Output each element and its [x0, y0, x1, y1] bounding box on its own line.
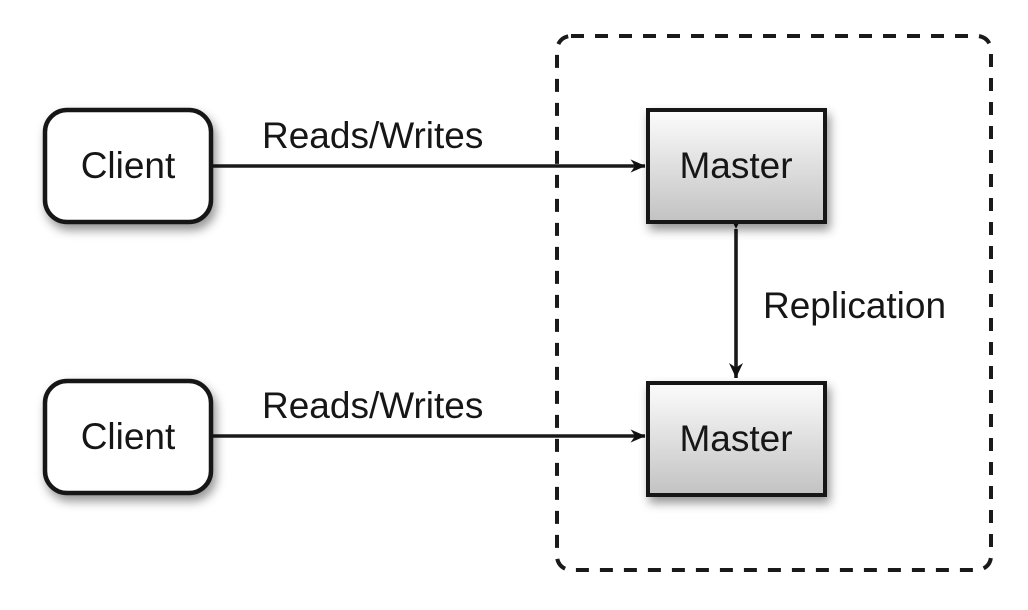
node-master-top[interactable]: Master	[646, 108, 827, 224]
edge-label-replication: Replication	[763, 285, 946, 326]
edge-label-reads-writes-top: Reads/Writes	[262, 115, 483, 156]
client-top-box[interactable]	[42, 107, 214, 225]
node-client-top[interactable]: Client	[42, 107, 214, 225]
client-bottom-box[interactable]	[42, 378, 214, 496]
edge-label-reads-writes-bottom: Reads/Writes	[262, 385, 483, 426]
master-bottom-label: Master	[679, 418, 792, 459]
client-bottom-label: Client	[81, 416, 176, 457]
master-bottom-box[interactable]	[646, 381, 827, 497]
master-top-box[interactable]	[646, 108, 827, 224]
node-master-bottom[interactable]: Master	[646, 381, 827, 497]
node-client-bottom[interactable]: Client	[42, 378, 214, 496]
client-top-label: Client	[81, 145, 176, 186]
master-top-label: Master	[679, 145, 792, 186]
replication-cluster-boundary	[555, 34, 993, 572]
